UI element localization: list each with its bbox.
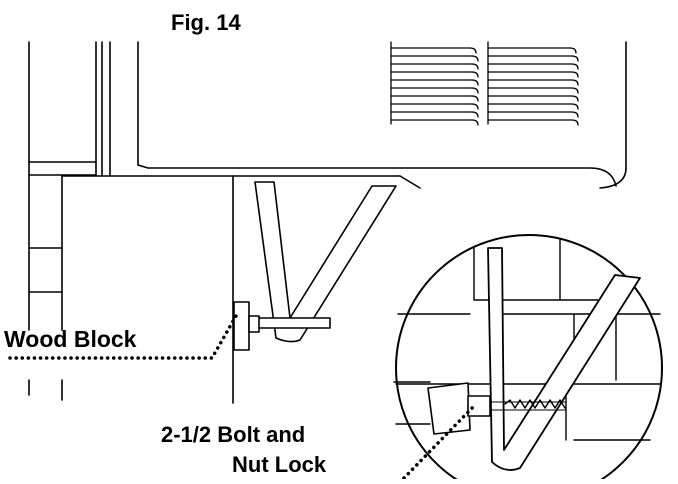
figure-title: Fig. 14 xyxy=(171,10,241,35)
bolt-label-line1: 2-1/2 Bolt and xyxy=(161,422,306,447)
air-conditioner-cabinet xyxy=(138,42,626,188)
support-bracket xyxy=(255,182,396,342)
cabinet-louvers xyxy=(391,42,578,125)
window-sill xyxy=(62,176,400,403)
detail-magnifier xyxy=(394,235,662,479)
bolt-label-line2: Nut Lock xyxy=(232,452,327,477)
window-frame xyxy=(29,42,138,400)
wood-block-label: Wood Block xyxy=(4,326,137,352)
leader-lines xyxy=(10,316,474,478)
wood-block xyxy=(234,302,259,350)
